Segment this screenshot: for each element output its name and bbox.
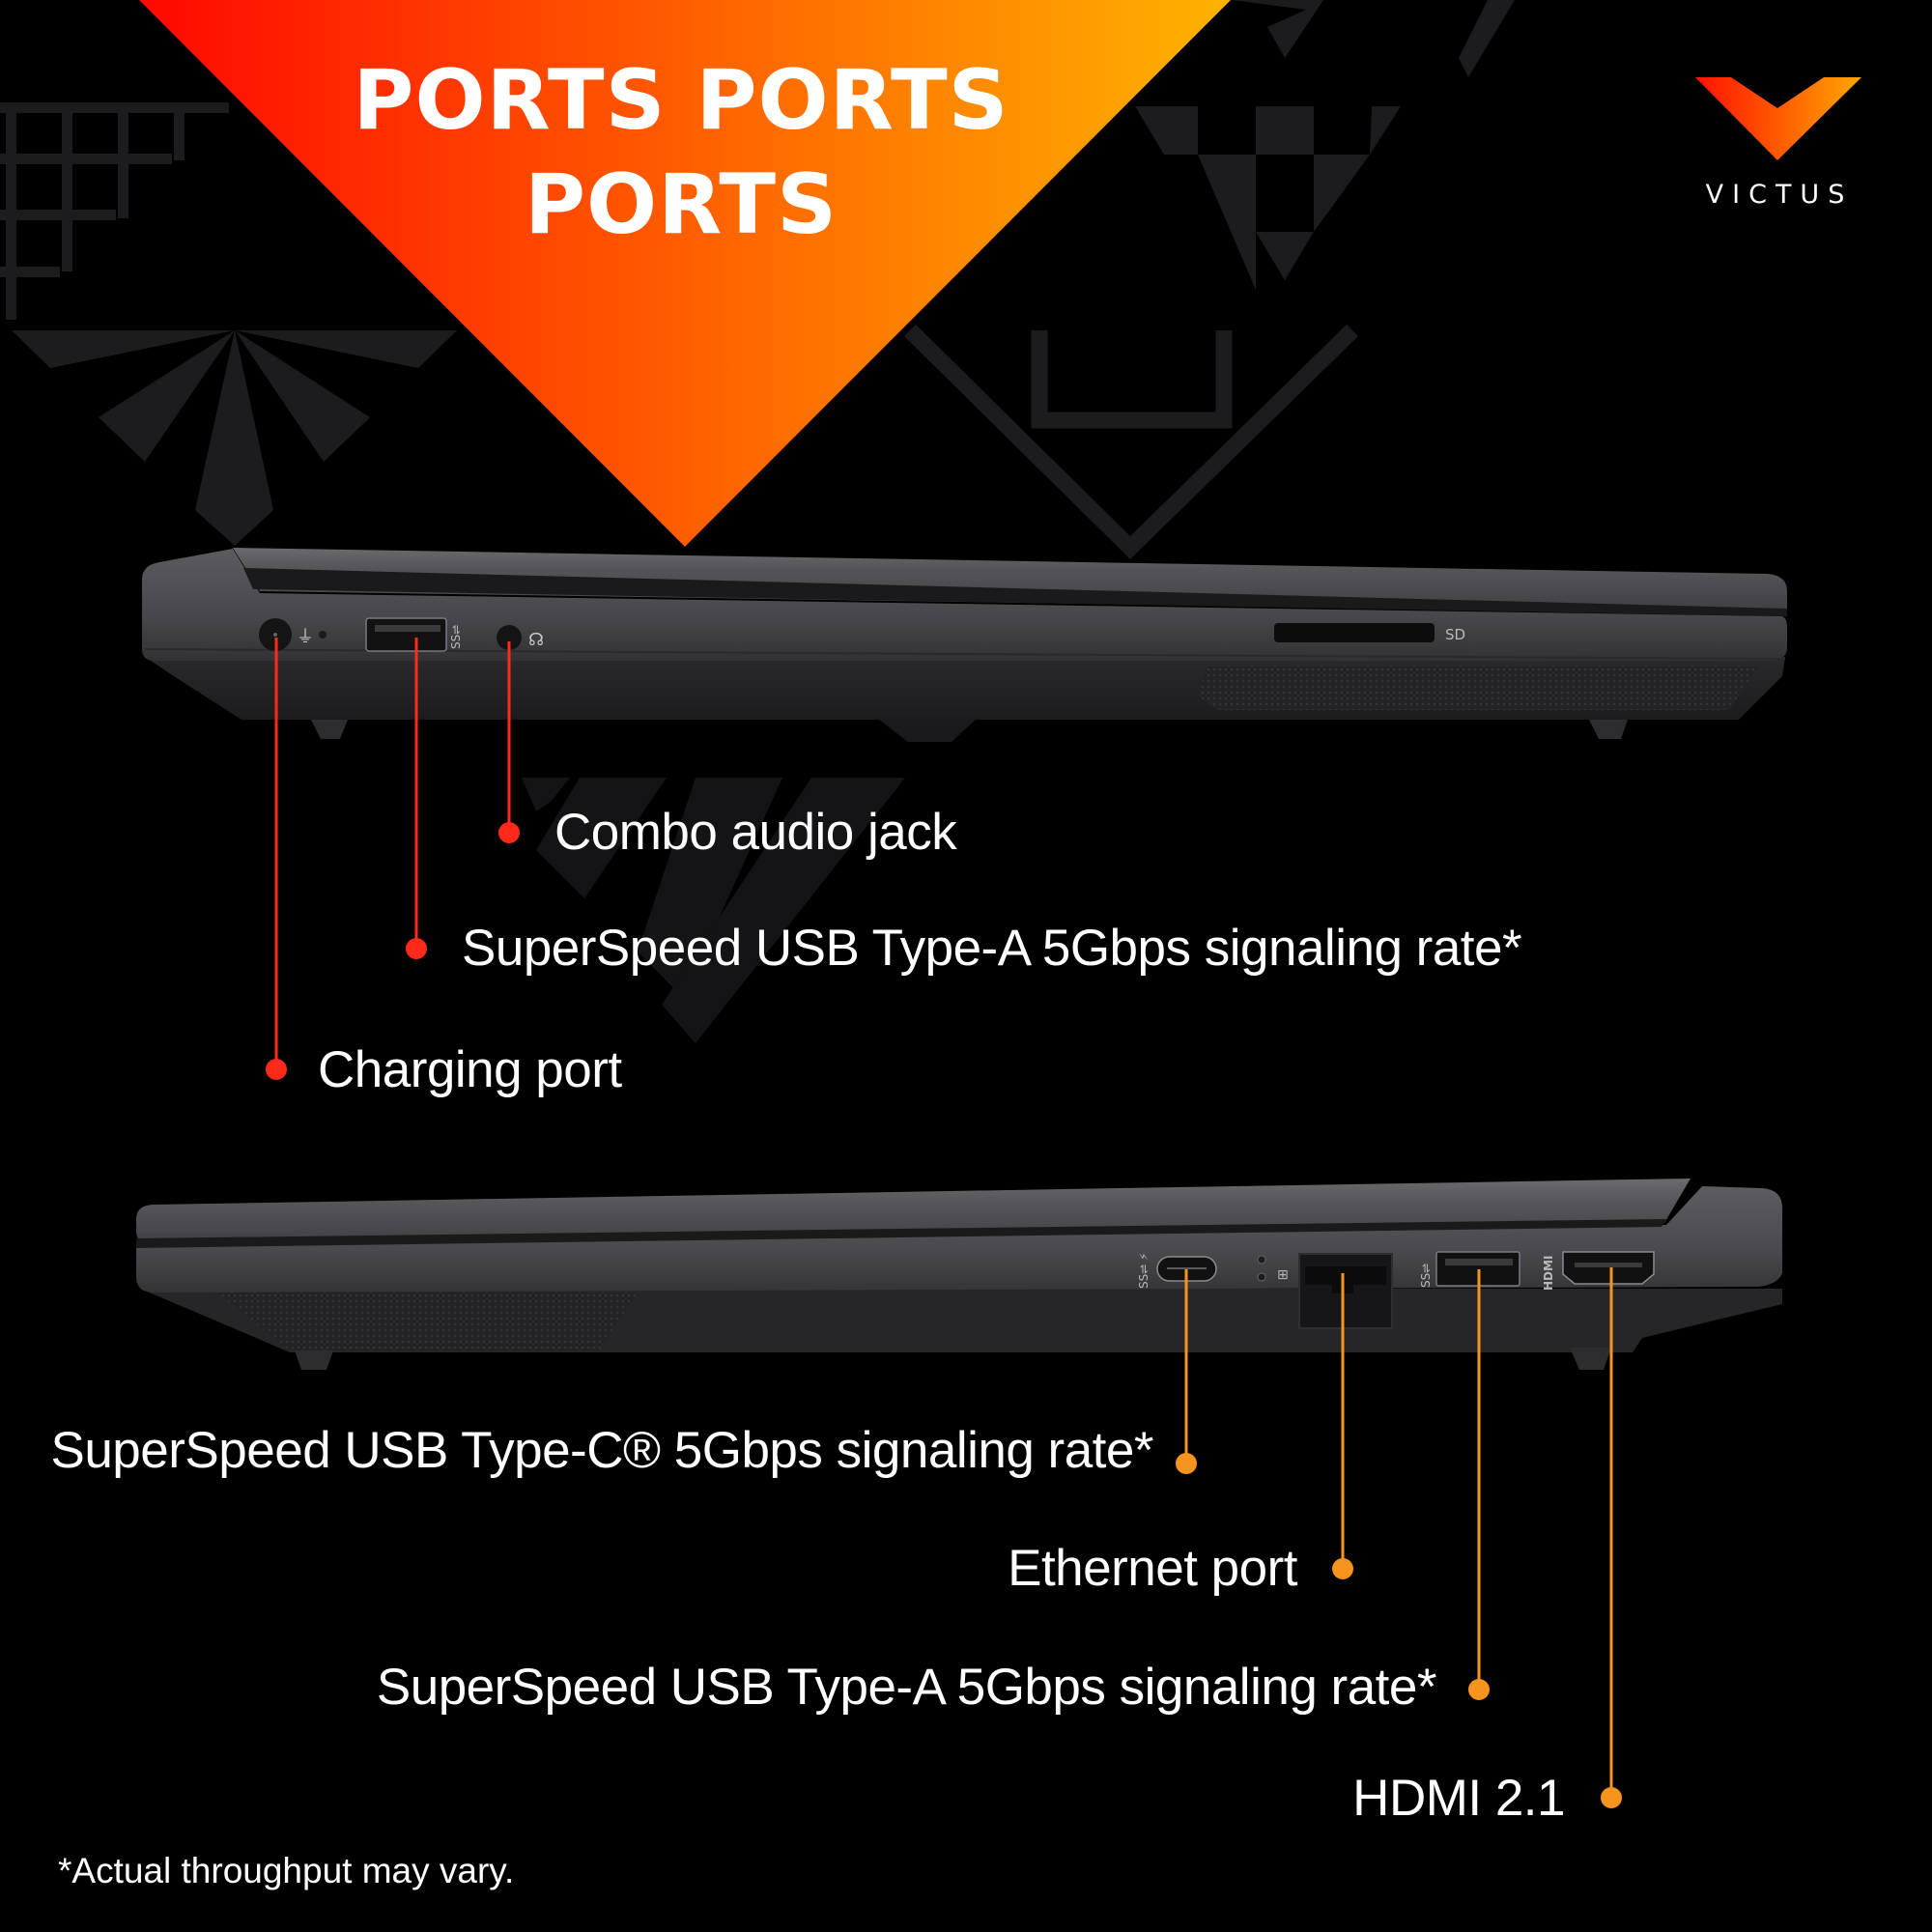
svg-text:SS⇌ ⚡: SS⇌ ⚡	[1137, 1252, 1151, 1289]
label-ethernet-port: Ethernet port	[1008, 1540, 1297, 1597]
svg-text:SS⇌: SS⇌	[1419, 1264, 1433, 1288]
victus-logo-icon	[1695, 77, 1861, 160]
fan-decoration-icon	[12, 330, 457, 546]
brand-name: VICTUS	[1705, 180, 1854, 210]
v-outline-decoration-icon	[904, 324, 1358, 559]
callout-dot-usb-c	[1176, 1453, 1197, 1474]
power-plug-icon: ⏚	[297, 627, 314, 647]
audio-jack-icon	[497, 625, 522, 650]
callout-dot-hdmi	[1601, 1787, 1622, 1808]
ethernet-port-icon	[1298, 1253, 1393, 1329]
checker-decoration-icon	[1135, 0, 1515, 290]
label-usb-a-right: SuperSpeed USB Type-A 5Gbps signaling ra…	[376, 1659, 1437, 1716]
hdmi-port-icon	[1562, 1251, 1655, 1285]
callout-dot-usb-a-right	[1468, 1679, 1490, 1700]
label-charging-port: Charging port	[318, 1041, 622, 1098]
sd-slot-label: SD	[1445, 626, 1466, 643]
callout-dot-audio	[498, 822, 520, 843]
label-hdmi: HDMI 2.1	[1352, 1770, 1565, 1827]
label-usb-c: SuperSpeed USB Type-C® 5Gbps signaling r…	[50, 1422, 1153, 1479]
label-usb-a-left: SuperSpeed USB Type-A 5Gbps signaling ra…	[462, 920, 1522, 977]
svg-text:SS⇌: SS⇌	[449, 625, 463, 649]
headset-icon: ☊	[528, 630, 544, 650]
callout-dot-usb-a	[406, 938, 427, 959]
callout-dot-charging	[266, 1059, 287, 1080]
footnote: *Actual throughput may vary.	[58, 1851, 515, 1890]
label-combo-audio-jack: Combo audio jack	[554, 804, 957, 861]
stripe-decoration-icon	[522, 778, 905, 1043]
page-title-line-2: PORTS	[524, 156, 838, 253]
page-title-line-1: PORTS PORTS	[353, 52, 1009, 149]
grid-decoration-icon	[0, 102, 229, 320]
svg-text:HDMI: HDMI	[1542, 1256, 1555, 1291]
callout-dot-ethernet	[1332, 1558, 1353, 1579]
sd-slot-icon	[1274, 623, 1435, 642]
network-icon: ⊞	[1277, 1267, 1289, 1283]
